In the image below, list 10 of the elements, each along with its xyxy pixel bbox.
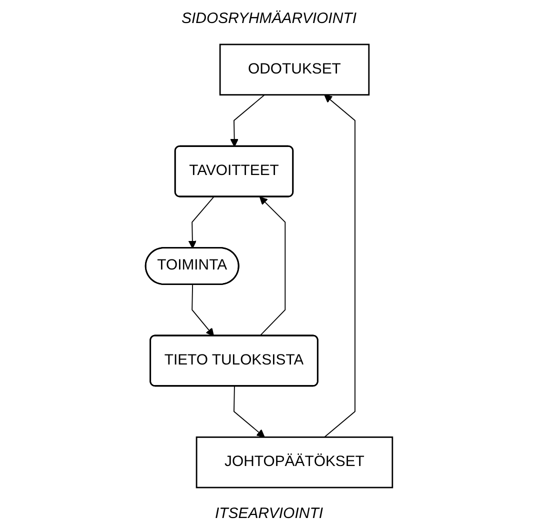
arrow — [234, 386, 265, 438]
arrow — [230, 94, 265, 147]
section-heading: SIDOSRYHMÄARVIOINTI — [181, 10, 357, 27]
node-box: ODOTUKSET — [219, 44, 370, 96]
arrow — [192, 284, 214, 336]
arrow — [259, 196, 286, 336]
arrow — [324, 94, 356, 438]
section-heading: ITSEARVIOINTI — [214, 505, 324, 522]
arrow — [188, 196, 214, 249]
node-box: JOHTOPÄÄTÖKSET — [196, 436, 394, 488]
